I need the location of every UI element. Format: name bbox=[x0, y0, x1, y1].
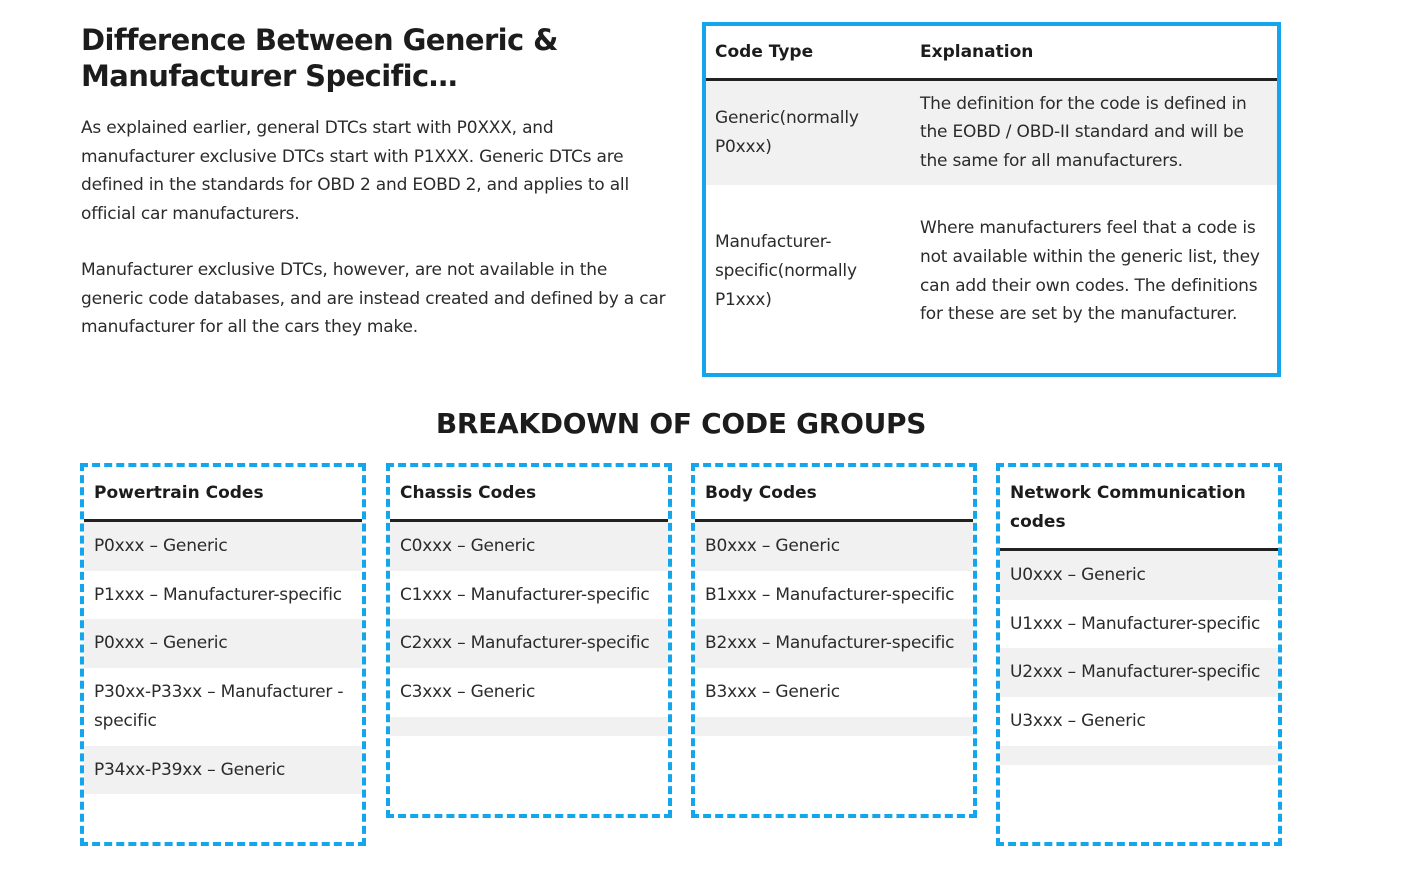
list-item: P0xxx – Generic bbox=[84, 619, 362, 669]
list-item: P34xx-P39xx – Generic bbox=[84, 745, 362, 795]
list-item: B0xxx – Generic bbox=[695, 522, 973, 571]
code-type-table-box: Code Type Explanation Generic(normally P… bbox=[702, 22, 1281, 377]
section-title: BREAKDOWN OF CODE GROUPS bbox=[435, 407, 927, 440]
list-item: U0xxx – Generic bbox=[1000, 551, 1278, 600]
group-title: Body Codes bbox=[695, 467, 973, 522]
group-title: Network Communication codes bbox=[1000, 467, 1278, 551]
exclusive-paragraph: Manufacturer exclusive DTCs, however, ar… bbox=[81, 260, 666, 338]
list-filler bbox=[695, 716, 973, 736]
group-title: Chassis Codes bbox=[390, 467, 668, 522]
list-item: U3xxx – Generic bbox=[1000, 697, 1278, 746]
network-codes-group: Network Communication codes U0xxx – Gene… bbox=[996, 463, 1282, 846]
list-item: B1xxx – Manufacturer-specific bbox=[695, 570, 973, 620]
list-item: C1xxx – Manufacturer-specific bbox=[390, 570, 668, 620]
explanation-cell: The definition for the code is defined i… bbox=[911, 79, 1277, 185]
powertrain-codes-group: Powertrain Codes P0xxx – Generic P1xxx –… bbox=[80, 463, 366, 846]
page-heading: Difference Between Generic & Manufacture… bbox=[81, 23, 558, 93]
list-item: U2xxx – Manufacturer-specific bbox=[1000, 648, 1278, 698]
code-type-table: Code Type Explanation Generic(normally P… bbox=[706, 26, 1277, 358]
list-item: P0xxx – Generic bbox=[84, 522, 362, 571]
chassis-codes-group: Chassis Codes C0xxx – Generic C1xxx – Ma… bbox=[386, 463, 672, 818]
list-item: P1xxx – Manufacturer-specific bbox=[84, 570, 362, 620]
list-filler bbox=[390, 716, 668, 736]
list-item: C0xxx – Generic bbox=[390, 522, 668, 571]
list-item: B3xxx – Generic bbox=[695, 668, 973, 717]
list-item: C3xxx – Generic bbox=[390, 668, 668, 717]
code-type-cell: Manufacturer-specific(normally P1xxx) bbox=[706, 185, 911, 358]
list-item: B2xxx – Manufacturer-specific bbox=[695, 619, 973, 669]
list-item: U1xxx – Manufacturer-specific bbox=[1000, 599, 1278, 649]
header-code-type: Code Type bbox=[706, 26, 911, 81]
list-item: P30xx-P33xx – Manufacturer -specific bbox=[84, 668, 362, 746]
code-type-cell: Generic(normally P0xxx) bbox=[706, 79, 911, 185]
body-codes-group: Body Codes B0xxx – Generic B1xxx – Manuf… bbox=[691, 463, 977, 818]
table-row: Manufacturer-specific(normally P1xxx) Wh… bbox=[706, 185, 1277, 358]
table-row: Generic(normally P0xxx) The definition f… bbox=[706, 79, 1277, 185]
list-filler bbox=[1000, 745, 1278, 765]
table-header-row: Code Type Explanation bbox=[706, 26, 1277, 81]
list-item: C2xxx – Manufacturer-specific bbox=[390, 619, 668, 669]
explanation-cell: Where manufacturers feel that a code is … bbox=[911, 185, 1277, 358]
intro-paragraph: As explained earlier, general DTCs start… bbox=[81, 118, 629, 225]
header-explanation: Explanation bbox=[911, 26, 1277, 81]
group-title: Powertrain Codes bbox=[84, 467, 362, 522]
